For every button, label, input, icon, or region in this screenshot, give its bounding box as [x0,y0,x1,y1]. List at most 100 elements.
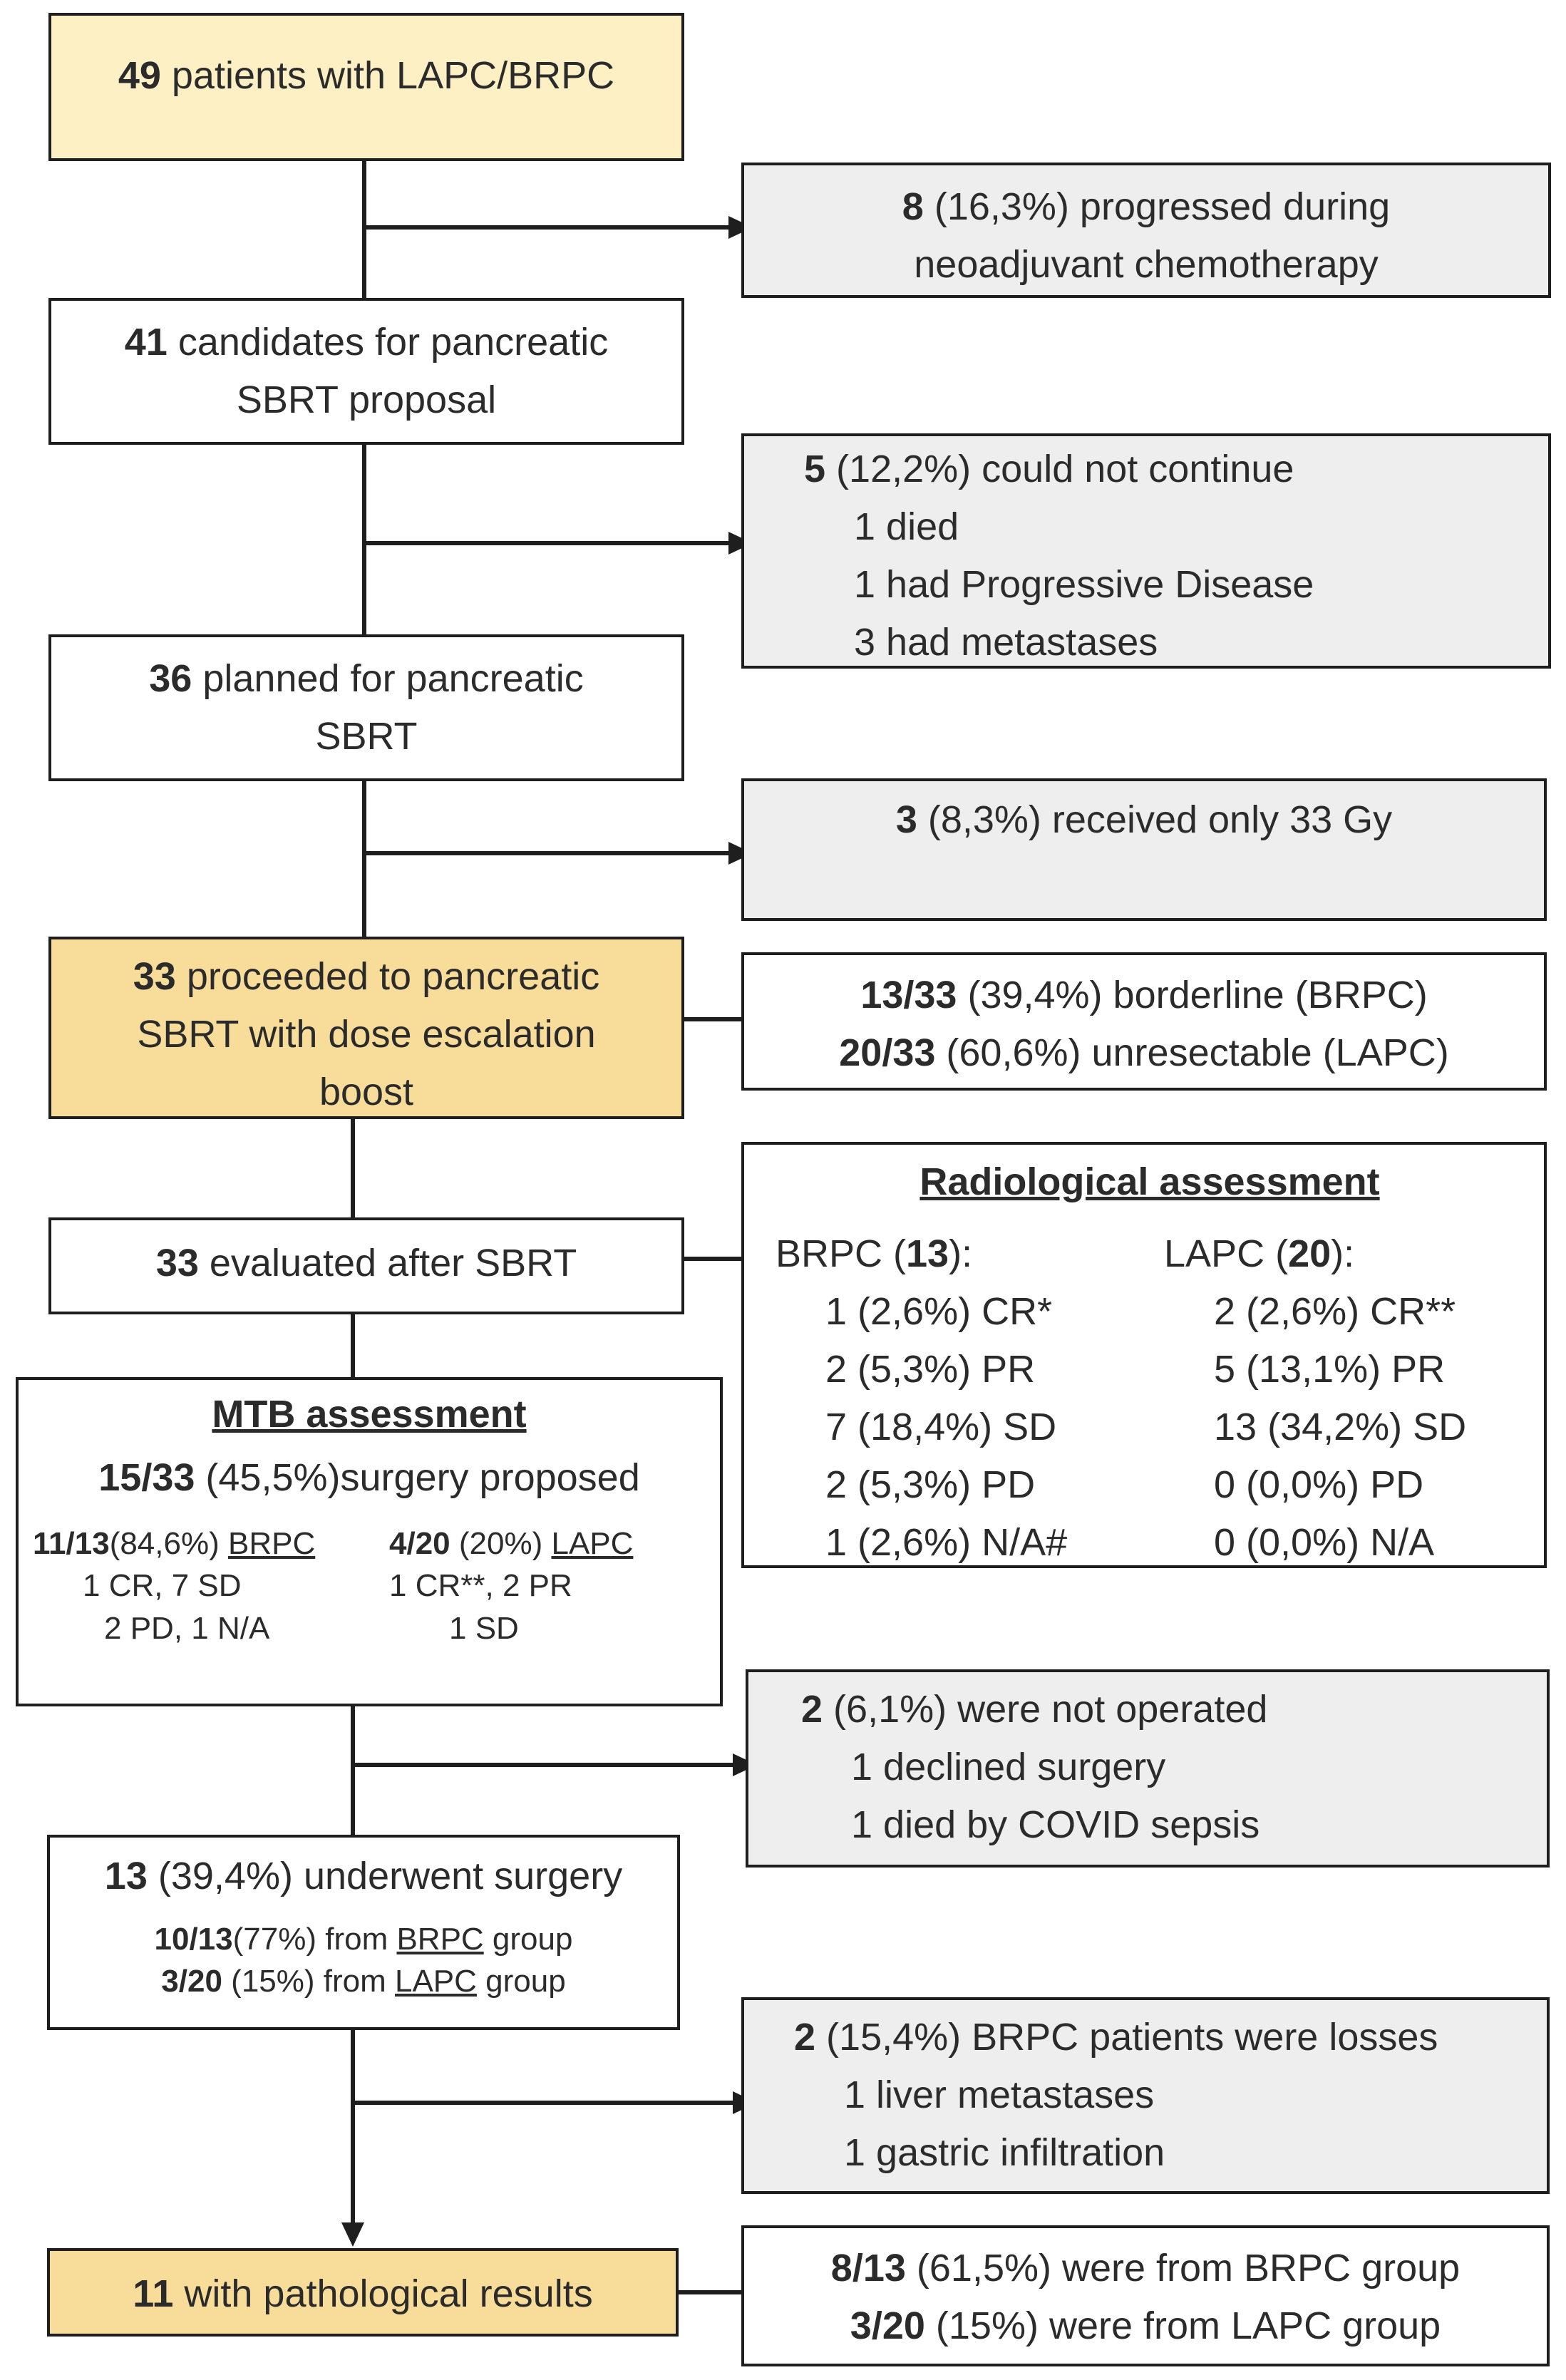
side-class-l2-text: (60,6%) unresectable (LAPC) [935,1031,1449,1074]
mtb-lapc-count: 4/20 [389,1526,450,1561]
box-planned: 36 planned for pancreatic SBRT [48,634,684,781]
box-surgery-count: 13 [104,1855,148,1897]
side-path-l1-count: 8/13 [830,2247,906,2289]
box-planned-text-2: SBRT [315,715,418,758]
mtb-brpc-pct: (84,6%) [109,1526,228,1561]
connector-2 [362,445,366,634]
rad-lapc-label: LAPC ( [1164,1232,1289,1275]
mtb-brpc-line-1: 1 CR, 7 SD [83,1568,242,1604]
mtb-lapc-group: LAPC [551,1526,634,1561]
surgery-brpc-end: group [483,1922,573,1957]
radiological-title: Radiological assessment [919,1160,1380,1203]
rad-lapc-column: LAPC (20): 2 (2,6%) CR** 5 (13,1%) PR 13… [1135,1225,1524,1572]
exclusion-cnc-item-3: 3 had metastases [854,621,1158,664]
side-class-l1-count: 13/33 [860,974,957,1016]
connector-1-branch [362,225,728,230]
exclusion-losses-count: 2 [794,2016,816,2059]
side-path-l2-text: (15%) were from LAPC group [924,2304,1441,2347]
radiological-assessment: Radiological assessment BRPC (13): 1 (2,… [741,1142,1547,1568]
rad-brpc-end: ): [949,1232,973,1275]
mtb-lapc-column: 4/20 (20%) LAPC 1 CR**, 2 PR 1 SD [364,1523,720,1649]
exclusion-could-not-continue: 5 (12,2%) could not continue 1 died 1 ha… [741,433,1551,669]
exclusion-not-operated-item: 1 declined surgery [851,1746,1166,1788]
rad-lapc-end: ): [1331,1232,1355,1275]
connector-7-branch [351,1763,733,1767]
box-pathological-text: with pathological results [173,2272,593,2315]
box-planned-count: 36 [149,657,192,700]
rad-brpc-label: BRPC ( [776,1232,907,1275]
box-pathological: 11 with pathological results [47,2248,679,2337]
rad-lapc-item: 13 (34,2%) SD [1214,1406,1467,1448]
rad-lapc-item: 0 (0,0%) PD [1214,1463,1424,1506]
rad-brpc-column: BRPC (13): 1 (2,6%) CR* 2 (5,3%) PR 7 (1… [776,1225,1135,1572]
box-proceeded: 33 proceeded to pancreatic SBRT with dos… [48,937,684,1119]
side-classification: 13/33 (39,4%) borderline (BRPC) 20/33 (6… [741,952,1547,1091]
mtb-count: 15/33 [98,1456,195,1499]
exclusion-33gy-text: (8,3%) received only 33 Gy [917,798,1393,841]
mtb-brpc-column: 11/13(84,6%) BRPC 1 CR, 7 SD 2 PD, 1 N/A [19,1523,364,1649]
connector-2-branch [362,541,728,545]
surgery-brpc-text: (77%) from [232,1922,397,1957]
box-evaluated-text: evaluated after SBRT [198,1242,577,1284]
arrow-down-8 [341,2222,364,2247]
box-evaluated: 33 evaluated after SBRT [48,1217,684,1314]
box-candidates-text: candidates for pancreatic [167,321,609,364]
mtb-lapc-line-1: 1 CR**, 2 PR [389,1568,572,1604]
connector-8-branch [351,2101,733,2105]
exclusion-cnc-item-2: 1 had Progressive Disease [854,563,1314,606]
connector-5-side [681,1257,774,1261]
connector-3 [362,781,366,937]
rad-brpc-item: 2 (5,3%) PD [825,1463,1036,1506]
mtb-title: MTB assessment [212,1393,527,1436]
surgery-lapc-end: group [476,1964,566,1999]
rad-brpc-item: 2 (5,3%) PR [825,1348,1036,1391]
exclusion-33gy-count: 3 [895,798,917,841]
mtb-lapc-pct: (20%) [450,1526,552,1561]
mtb-brpc-count: 11/13 [33,1526,110,1561]
exclusion-progressed-text: (16,3%) progressed during [923,185,1391,228]
box-proceeded-text-3: boost [319,1071,414,1113]
rad-lapc-n: 20 [1288,1232,1331,1275]
exclusion-not-operated-count: 2 [801,1688,823,1731]
connector-3-branch [362,851,728,855]
rad-lapc-item: 0 (0,0%) N/A [1214,1521,1435,1564]
exclusion-progressed-text-2: neoadjuvant chemotherapy [914,243,1379,286]
surgery-lapc-count: 3/20 [161,1964,222,1999]
connector-4-side [681,1017,743,1021]
connector-7 [351,1706,355,1835]
mtb-assessment: MTB assessment 15/33 (45,5%)surgery prop… [16,1377,723,1706]
exclusion-cnc-text: (12,2%) could not continue [825,448,1294,490]
rad-brpc-item: 1 (2,6%) N/A# [825,1521,1068,1564]
box-evaluated-count: 33 [155,1242,199,1284]
exclusion-not-operated: 2 (6,1%) were not operated 1 declined su… [746,1669,1550,1868]
mtb-brpc-group: BRPC [227,1526,316,1561]
mtb-lapc-line-2: 1 SD [449,1610,519,1646]
side-path-l1-text: (61,5%) were from BRPC group [905,2247,1461,2289]
rad-brpc-n: 13 [906,1232,949,1275]
mtb-brpc-line-2: 2 PD, 1 N/A [104,1610,270,1646]
rad-lapc-item: 5 (13,1%) PR [1214,1348,1446,1391]
box-surgery: 13 (39,4%) underwent surgery 10/13(77%) … [47,1835,680,2030]
box-patients-count: 49 [118,54,161,97]
connector-5 [351,1119,355,1217]
box-surgery-text: (39,4%) underwent surgery [147,1855,623,1897]
exclusion-not-operated-text: (6,1%) were not operated [823,1688,1268,1731]
connector-8 [351,2030,355,2222]
exclusion-losses-text: (15,4%) BRPC patients were losses [815,2016,1438,2059]
exclusion-cnc-count: 5 [804,448,826,490]
box-candidates-text-2: SBRT proposal [236,378,497,421]
box-proceeded-text: proceeded to pancreatic [175,955,600,998]
rad-lapc-item: 2 (2,6%) CR** [1214,1290,1456,1333]
mtb-text: (45,5%)surgery proposed [195,1456,640,1499]
rad-brpc-item: 7 (18,4%) SD [825,1406,1057,1448]
box-patients: 49 patients with LAPC/BRPC [48,13,684,161]
surgery-lapc-group: LAPC [394,1964,477,1999]
surgery-brpc-group: BRPC [396,1922,484,1957]
side-class-l1-text: (39,4%) borderline (BRPC) [957,974,1428,1016]
exclusion-losses-item: 1 gastric infiltration [844,2131,1165,2174]
side-class-l2-count: 20/33 [839,1031,936,1074]
surgery-lapc-text: (15%) from [222,1964,395,1999]
exclusion-progressed: 8 (16,3%) progressed during neoadjuvant … [741,163,1551,298]
box-pathological-count: 11 [133,2272,174,2315]
exclusion-losses-item: 1 liver metastases [844,2074,1155,2116]
